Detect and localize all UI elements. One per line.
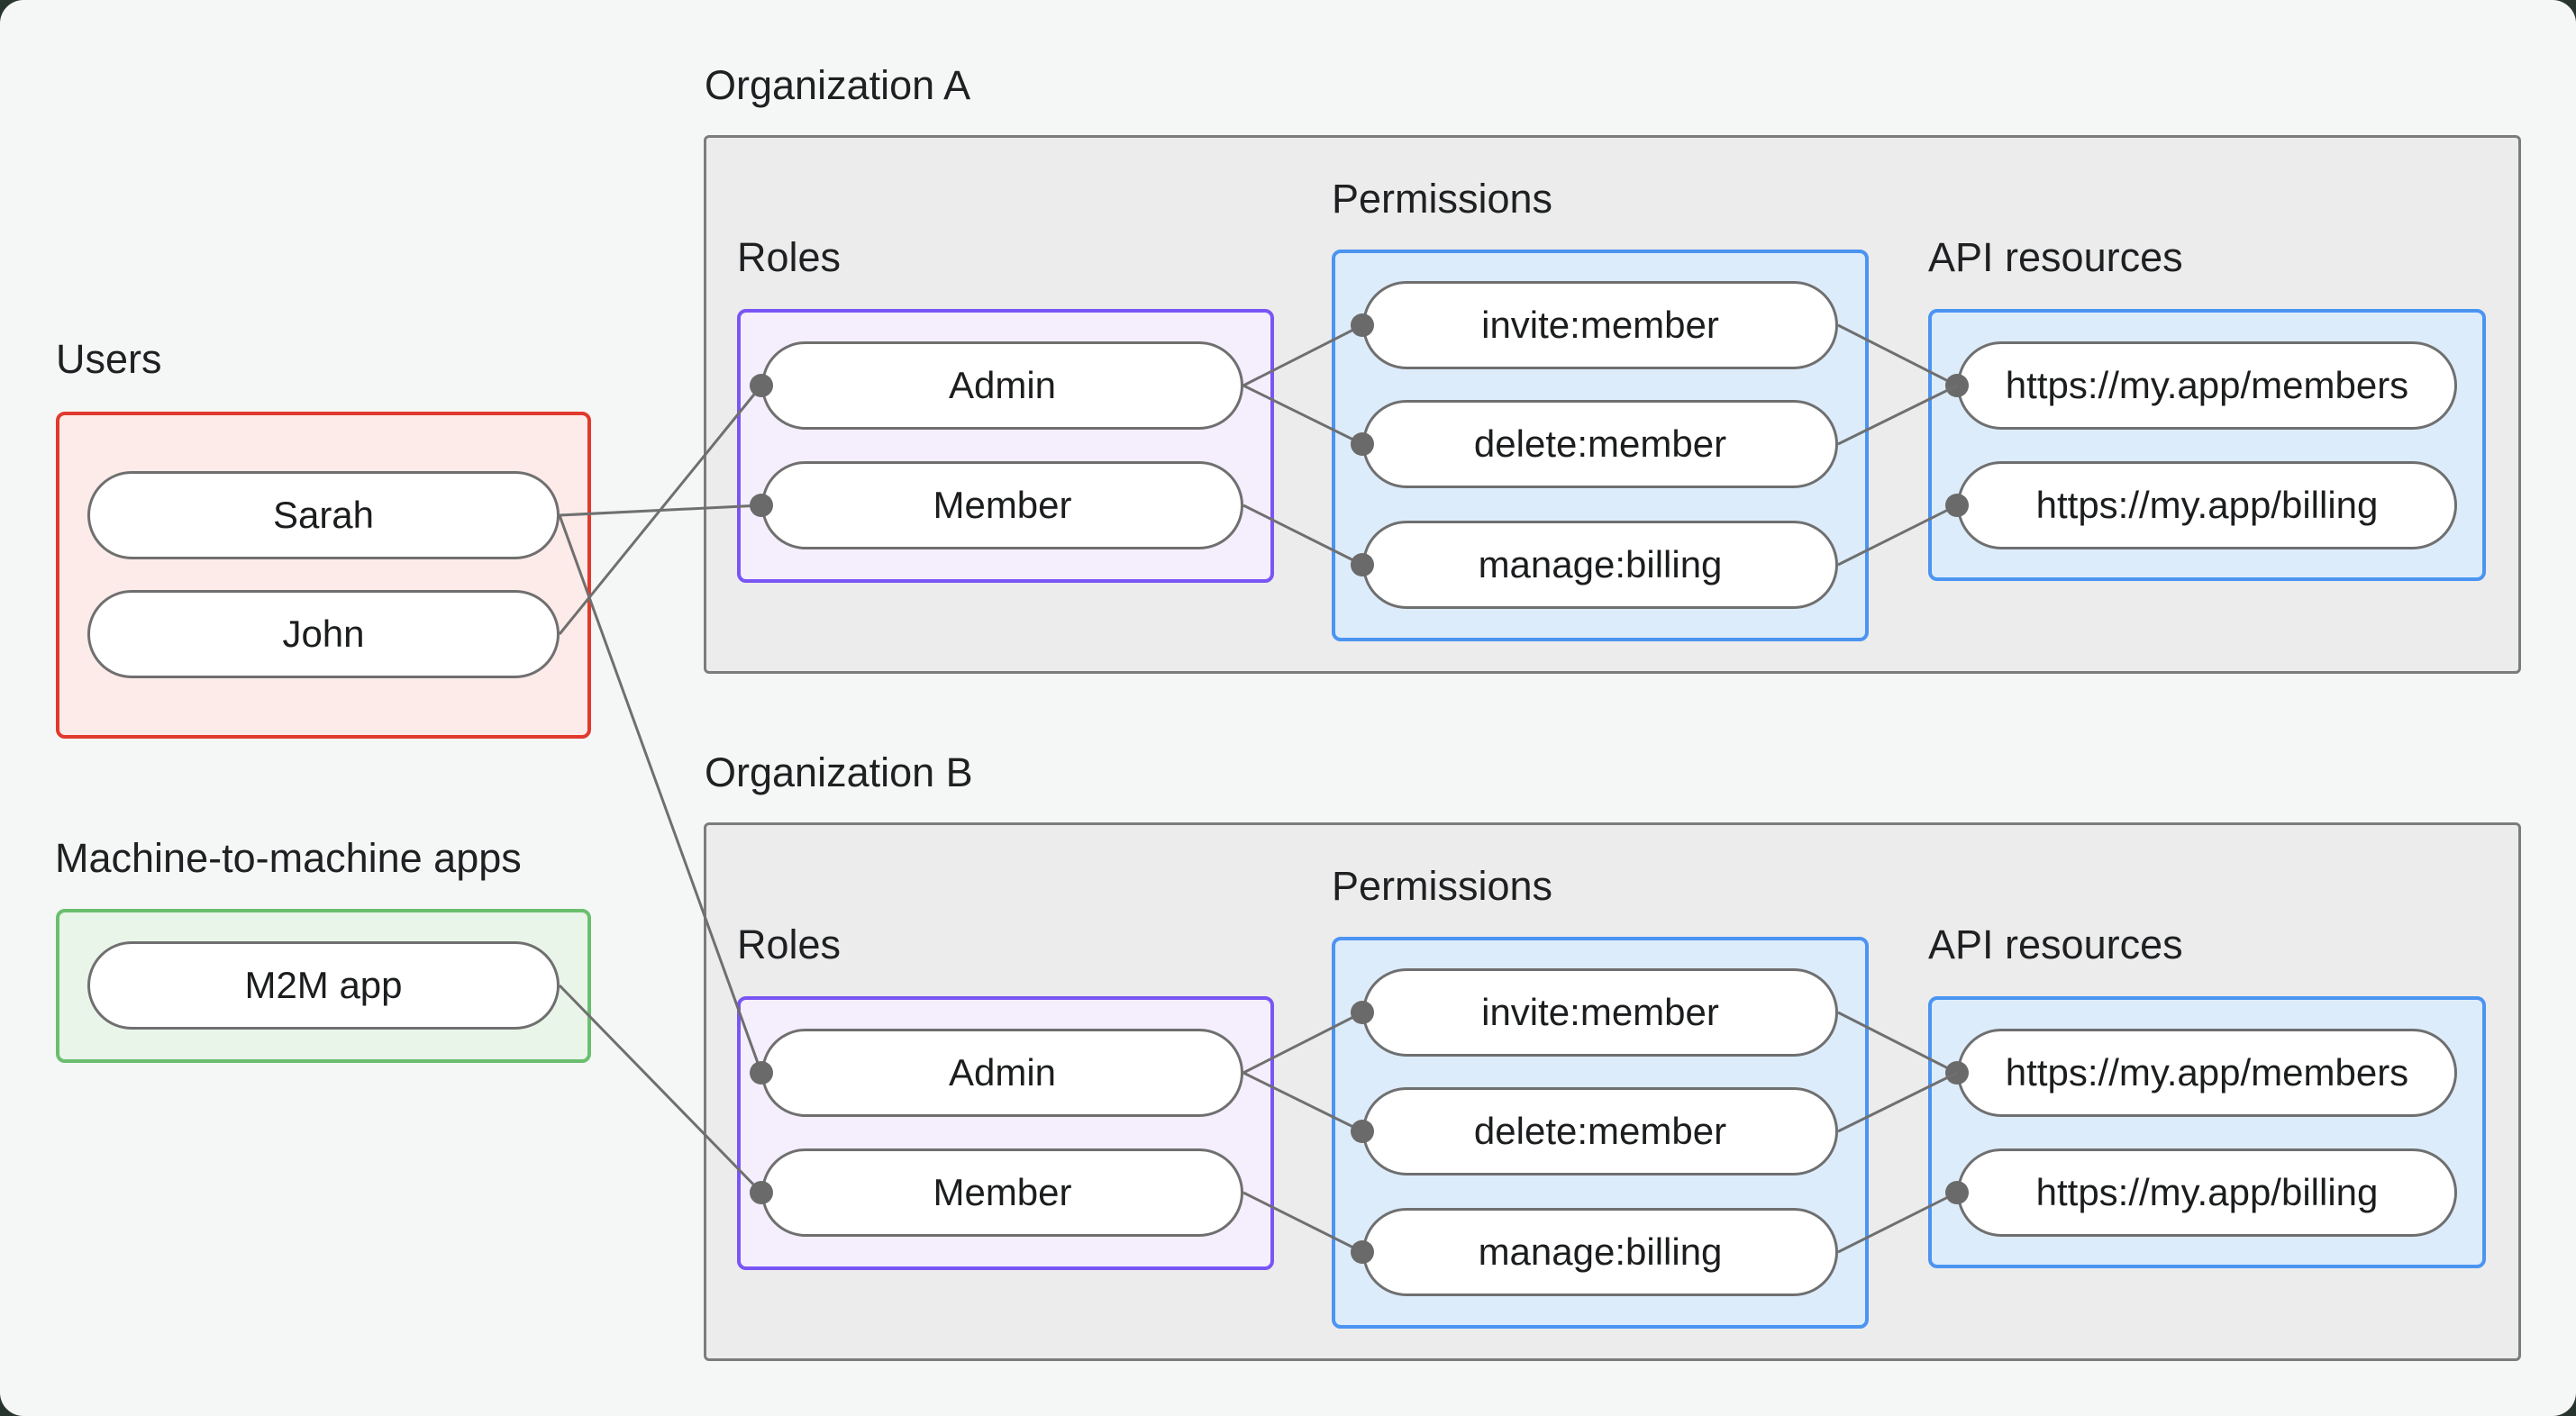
org-b-api-members-label: https://my.app/members bbox=[2005, 1051, 2409, 1094]
org-a-permission-manage-billing-label: manage:billing bbox=[1478, 543, 1723, 585]
org-b-roles-label: Roles bbox=[737, 921, 842, 967]
org-a-api-members: https://my.app/members bbox=[1957, 341, 2457, 430]
user-node-john-label: John bbox=[282, 613, 365, 655]
m2m-group-label: Machine-to-machine apps bbox=[55, 835, 522, 881]
org-a-label: Organization A bbox=[705, 62, 971, 108]
org-a-permission-delete-member: delete:member bbox=[1362, 400, 1838, 488]
org-a-roles-label: Roles bbox=[737, 234, 842, 280]
org-a-role-member-label: Member bbox=[933, 484, 1072, 526]
org-a-api-billing-label: https://my.app/billing bbox=[2035, 484, 2379, 526]
org-a-permission-invite-member-label: invite:member bbox=[1481, 304, 1719, 346]
org-a-permission-invite-member: invite:member bbox=[1362, 281, 1838, 369]
org-b-api-resources-label: API resources bbox=[1928, 921, 2183, 967]
m2m-app-node: M2M app bbox=[87, 941, 560, 1030]
org-b-permission-manage-billing-label: manage:billing bbox=[1478, 1230, 1723, 1273]
m2m-app-node-label: M2M app bbox=[244, 964, 403, 1006]
org-a-permission-delete-member-label: delete:member bbox=[1473, 422, 1727, 465]
users-group-label: Users bbox=[56, 336, 162, 382]
org-a-permissions-label: Permissions bbox=[1332, 176, 1553, 222]
user-node-sarah: Sarah bbox=[87, 471, 560, 559]
org-b-permissions-label: Permissions bbox=[1332, 863, 1553, 909]
org-a-role-admin-label: Admin bbox=[948, 364, 1057, 406]
org-b-role-member-label: Member bbox=[933, 1171, 1072, 1213]
org-b-role-member: Member bbox=[761, 1148, 1243, 1237]
org-b-api-billing-label: https://my.app/billing bbox=[2035, 1171, 2379, 1213]
org-b-api-billing: https://my.app/billing bbox=[1957, 1148, 2457, 1237]
user-node-sarah-label: Sarah bbox=[272, 494, 375, 536]
user-node-john: John bbox=[87, 590, 560, 678]
org-a-api-billing: https://my.app/billing bbox=[1957, 461, 2457, 549]
org-b-role-admin: Admin bbox=[761, 1029, 1243, 1117]
org-b-permission-delete-member: delete:member bbox=[1362, 1087, 1838, 1175]
org-b-permission-manage-billing: manage:billing bbox=[1362, 1208, 1838, 1296]
org-a-api-members-label: https://my.app/members bbox=[2005, 364, 2409, 406]
org-b-permission-invite-member-label: invite:member bbox=[1481, 991, 1719, 1033]
org-b-permission-delete-member-label: delete:member bbox=[1473, 1110, 1727, 1152]
users-group-box bbox=[56, 412, 591, 739]
org-a-api-resources-label: API resources bbox=[1928, 234, 2183, 280]
org-b-permission-invite-member: invite:member bbox=[1362, 968, 1838, 1057]
org-a-permission-manage-billing: manage:billing bbox=[1362, 521, 1838, 609]
org-b-label: Organization B bbox=[705, 749, 973, 795]
org-b-api-members: https://my.app/members bbox=[1957, 1029, 2457, 1117]
org-a-role-admin: Admin bbox=[761, 341, 1243, 430]
org-b-role-admin-label: Admin bbox=[948, 1051, 1057, 1094]
org-a-role-member: Member bbox=[761, 461, 1243, 549]
